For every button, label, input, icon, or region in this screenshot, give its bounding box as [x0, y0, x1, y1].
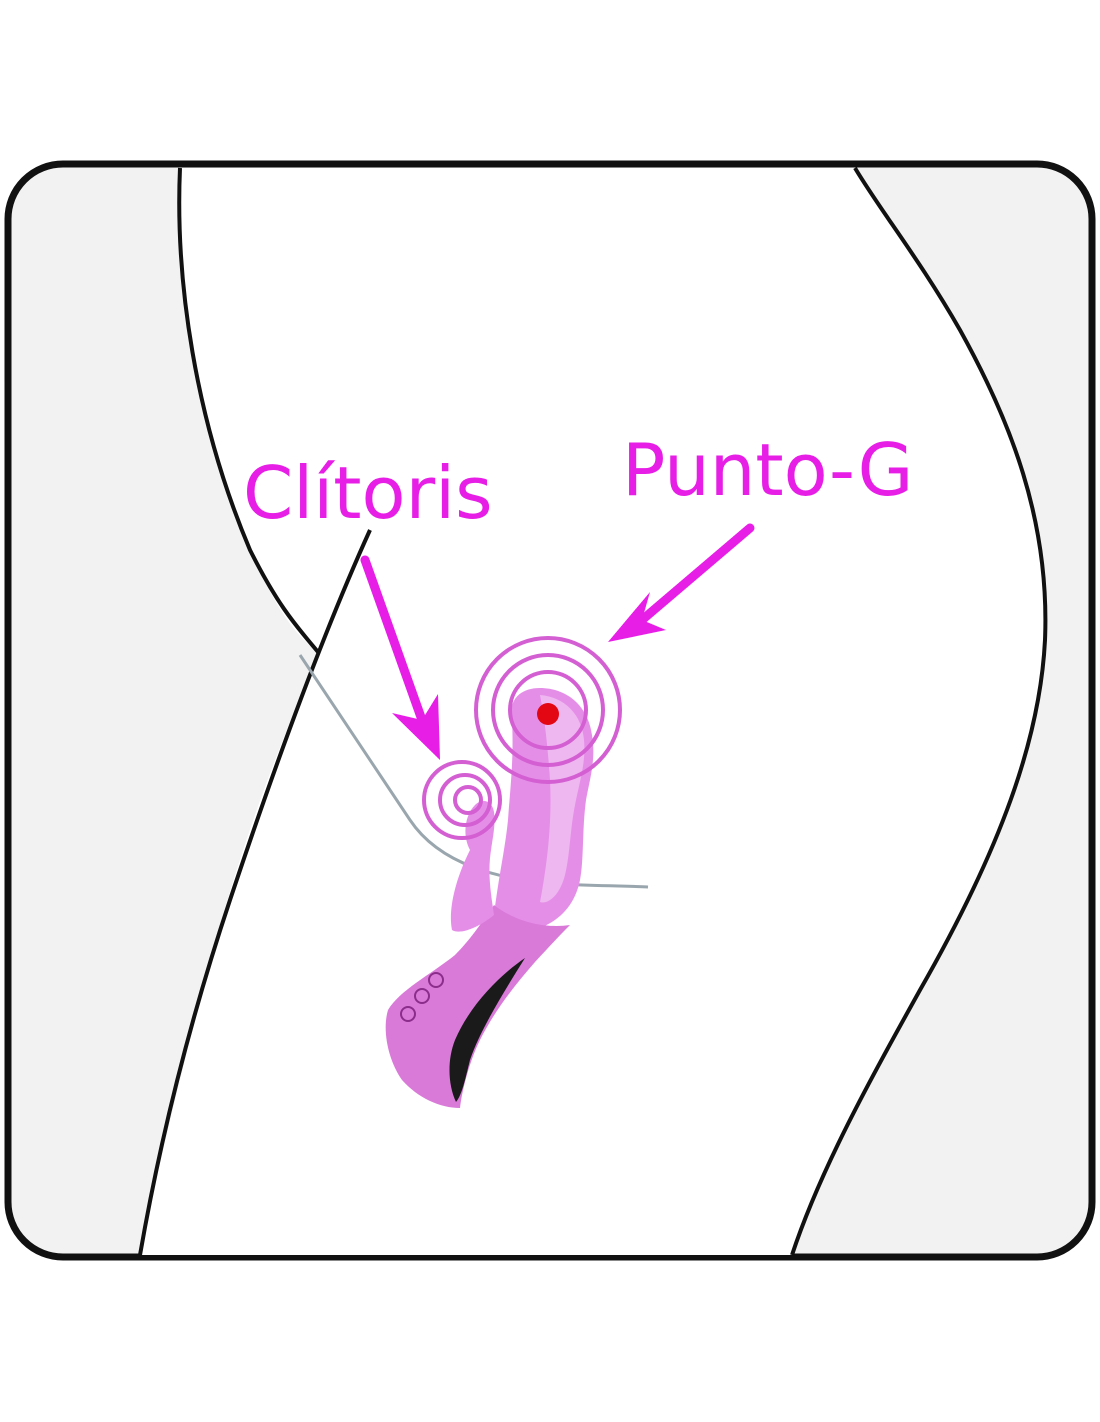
front-leg-outline: [138, 529, 372, 1256]
toy-button-2-icon: [414, 988, 430, 1004]
clitoris-label: Clítoris: [243, 451, 493, 535]
toy-base: [449, 958, 525, 1102]
clitoris-vibration-rings-icon: [422, 760, 502, 840]
toy-button-1-icon: [428, 972, 444, 988]
toy-button-3-icon: [400, 1006, 416, 1022]
body-silhouette: [140, 168, 1046, 1255]
g-spot-vibration-rings-icon: [474, 636, 622, 784]
toy-control-buttons: [400, 972, 444, 1022]
back-outline: [177, 167, 320, 654]
g-spot-label: Punto-G: [622, 428, 913, 512]
clitoris-arrow-icon: [360, 555, 440, 760]
hip-outline: [790, 166, 1048, 1256]
g-spot-arrow-icon: [608, 523, 755, 642]
g-spot-marker-icon: [537, 703, 559, 725]
pubic-line: [298, 654, 649, 889]
